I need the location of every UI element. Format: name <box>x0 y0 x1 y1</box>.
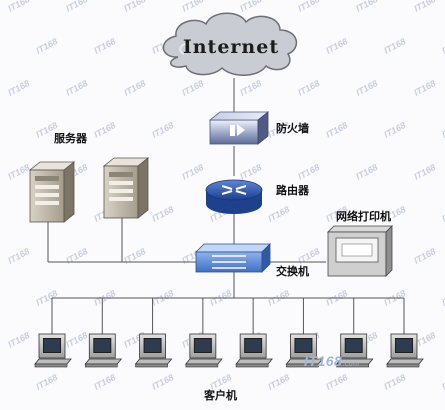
client-computer-icon <box>235 333 273 368</box>
client-computer-icon <box>134 333 173 368</box>
firewall-icon <box>208 111 270 145</box>
internet-cloud-icon <box>162 12 298 76</box>
switch-icon <box>195 243 271 273</box>
firewall-label: 防火墙 <box>276 122 309 135</box>
server-icon <box>102 157 150 219</box>
watermark-mark: IT168 <box>440 36 445 56</box>
client-computer-icon <box>34 333 72 368</box>
client-computer-icon <box>84 333 123 368</box>
client-drop-lines <box>51 298 405 334</box>
client-group <box>34 333 424 368</box>
client-computer-icon <box>185 333 223 368</box>
internet-label: Internet <box>182 36 280 58</box>
server-label: 服务器 <box>54 132 87 145</box>
client-computer-icon <box>386 333 424 368</box>
link-servers-switch <box>47 218 204 263</box>
watermark-mark: IT168 <box>440 372 445 392</box>
router-icon <box>205 179 263 214</box>
watermark-logo: IT168.com <box>304 353 360 369</box>
printer-label: 网络打印机 <box>336 210 391 223</box>
watermark-mark: IT168 <box>440 204 445 224</box>
server-icon <box>28 161 76 223</box>
switch-label: 交换机 <box>276 265 309 278</box>
client-computer-icon <box>335 333 374 368</box>
watermark-mark: IT168 <box>440 120 445 140</box>
watermark-mark: IT168 <box>440 288 445 308</box>
router-label: 路由器 <box>276 184 309 197</box>
printer-icon <box>327 225 393 277</box>
client-computer-icon <box>285 333 324 368</box>
client-label: 客户机 <box>204 389 237 402</box>
